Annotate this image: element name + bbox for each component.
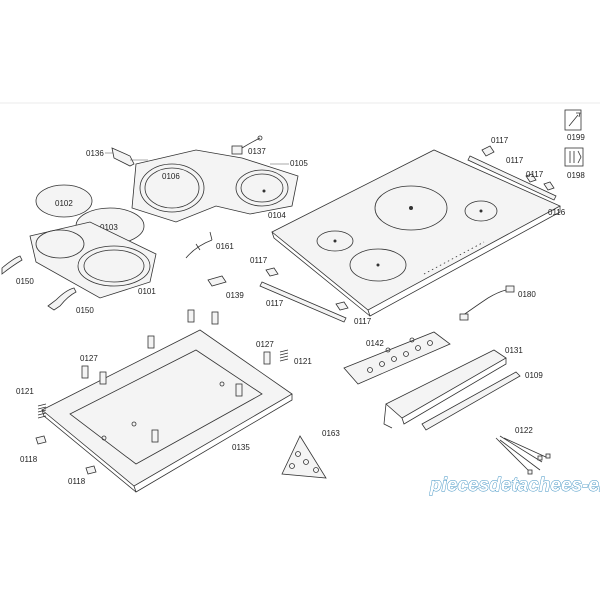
wire-clip-part-0161 <box>185 231 213 259</box>
label-0117-a: 0117 <box>491 136 509 145</box>
label-0117-d: 0117 <box>250 256 268 265</box>
label-0127-left: 0127 <box>80 354 98 363</box>
wiring-part-0122 <box>495 435 551 475</box>
cable-part-0180 <box>459 285 515 321</box>
label-0102: 0102 <box>55 199 73 208</box>
coil-carrier-part-0105 <box>131 149 299 223</box>
foot-part-0127-right <box>151 351 271 443</box>
spring-part-0121-right <box>279 349 289 362</box>
induction-coil-part-0101 <box>29 221 157 299</box>
frame-bracket-part-0117-left <box>259 267 349 323</box>
control-board-part-0142 <box>343 331 451 385</box>
label-0131: 0131 <box>505 346 523 355</box>
label-0116: 0116 <box>548 208 566 217</box>
bracket-part-0150-left <box>1 255 23 275</box>
connector-part-0136 <box>111 147 148 167</box>
label-0150-left: 0150 <box>16 277 34 286</box>
clip-part-0118-left <box>35 435 47 445</box>
label-0104: 0104 <box>268 211 286 220</box>
label-0198: 0198 <box>567 171 585 180</box>
label-0139: 0139 <box>226 291 244 300</box>
label-0137: 0137 <box>248 147 266 156</box>
label-0117-e: 0117 <box>266 299 284 308</box>
sensor-part-0137 <box>231 135 263 155</box>
clip-part-0118-bottom <box>85 465 97 475</box>
spring-part-0121-left <box>37 403 47 419</box>
label-0150-bottom: 0150 <box>76 306 94 315</box>
bracket-part-0150-bottom <box>47 287 77 311</box>
label-0163: 0163 <box>322 429 340 438</box>
label-0127-right: 0127 <box>256 340 274 349</box>
label-0105: 0105 <box>290 159 308 168</box>
label-0161: 0161 <box>216 242 234 251</box>
housing-part-0131 <box>383 349 507 429</box>
label-0117-f: 0117 <box>354 317 372 326</box>
frame-bracket-part-0117-top <box>467 145 557 201</box>
label-0106: 0106 <box>162 172 180 181</box>
base-frame-part-0135 <box>41 329 293 493</box>
foot-part-0127-left <box>81 309 219 385</box>
label-0142: 0142 <box>366 339 384 348</box>
clip-part-0139 <box>207 275 227 287</box>
label-0103: 0103 <box>100 223 118 232</box>
label-0118-bottom: 0118 <box>68 477 86 486</box>
label-0135: 0135 <box>232 443 250 452</box>
label-0122: 0122 <box>515 426 533 435</box>
label-0136: 0136 <box>86 149 104 158</box>
label-0101: 0101 <box>138 287 156 296</box>
label-0117-c: 0117 <box>526 170 544 179</box>
label-0118-left: 0118 <box>20 455 38 464</box>
tools-icon <box>564 147 584 167</box>
coil-disc-part-0102 <box>35 184 93 218</box>
label-0117-b: 0117 <box>506 156 524 165</box>
screw-bag-part-0163 <box>281 435 327 479</box>
label-0199: 0199 <box>567 133 585 142</box>
glass-cooktop-part-0116 <box>271 149 561 317</box>
label-0121-left: 0121 <box>16 387 34 396</box>
label-0121-right: 0121 <box>294 357 312 366</box>
profile-part-0109 <box>421 371 521 431</box>
wrench-book-icon <box>564 109 582 131</box>
watermark-logo: piecesdetachees-elec.com <box>429 475 600 496</box>
label-0109: 0109 <box>525 371 543 380</box>
label-0180: 0180 <box>518 290 536 299</box>
